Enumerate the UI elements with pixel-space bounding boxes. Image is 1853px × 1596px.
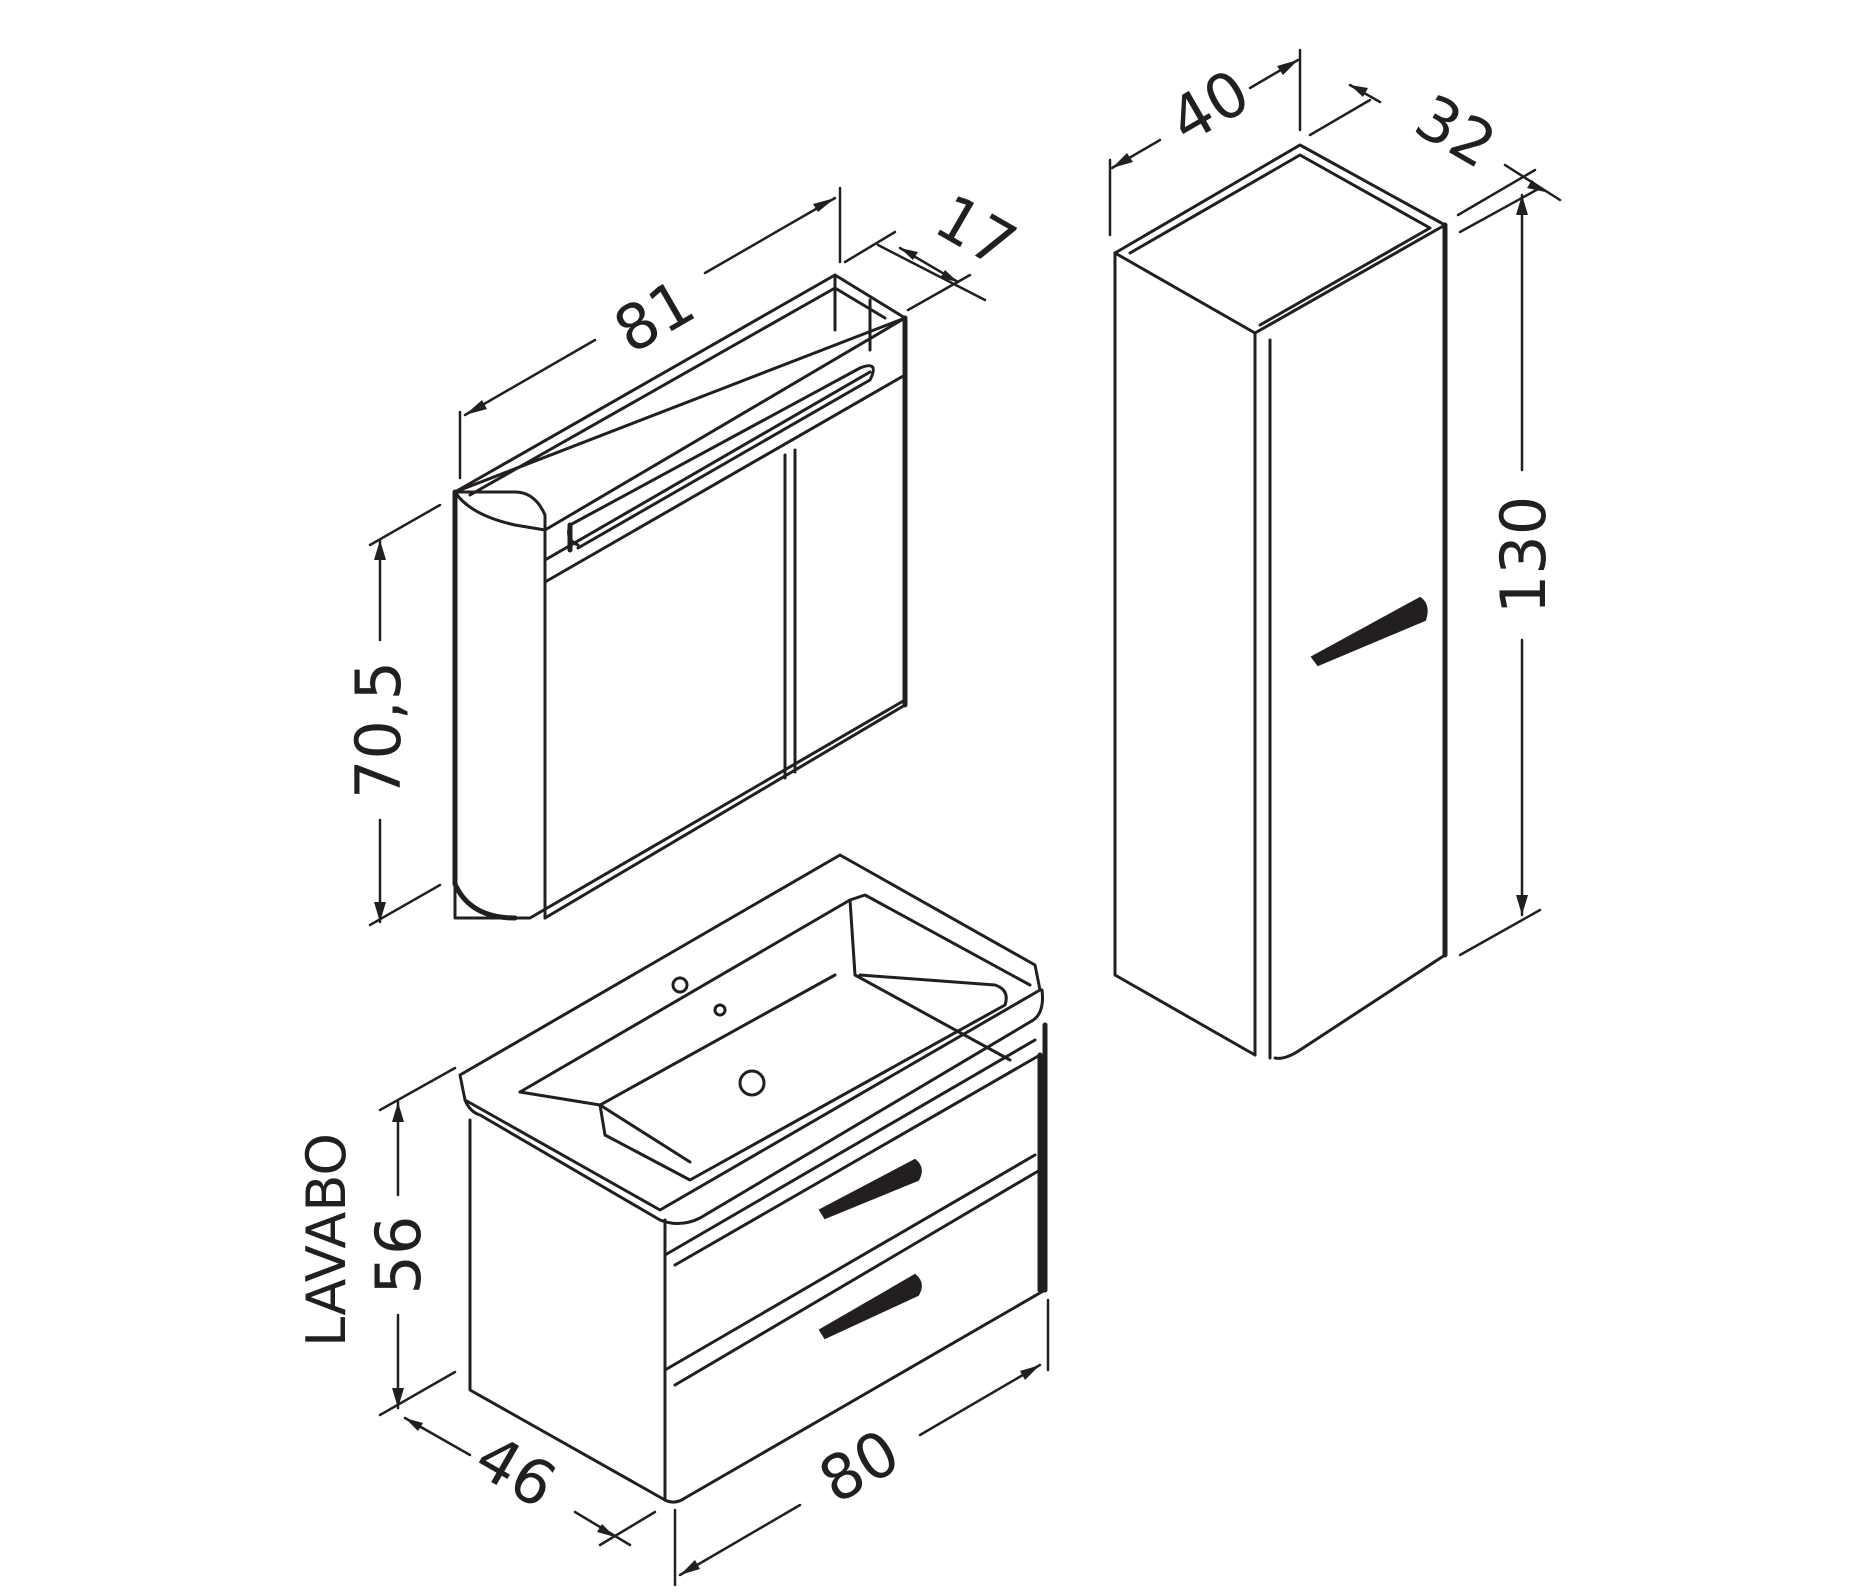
vanity-width-label: 80: [807, 1415, 912, 1518]
vanity-unit: [458, 853, 1048, 1504]
tall-cabinet-height-label: 130: [1487, 496, 1560, 614]
mirror-cabinet-height-dimension: 70,5: [342, 503, 442, 927]
vanity-depth-dimension: 46: [403, 1416, 657, 1547]
mirror-cabinet-width-label: 81: [602, 265, 707, 368]
mirror-cabinet-width-dimension: 81: [458, 186, 842, 480]
tall-cabinet-width-label: 40: [1157, 55, 1262, 158]
vanity-height-dimension: 56: [362, 1066, 457, 1417]
vanity-width-dimension: 80: [673, 1298, 1050, 1587]
tall-cabinet-depth-label: 32: [1403, 80, 1508, 183]
mirror-cabinet-height-label: 70,5: [342, 661, 415, 799]
vanity-height-label: 56: [362, 1216, 435, 1295]
tall-cabinet-width-dimension: 40: [1108, 48, 1302, 237]
tall-cabinet-height-dimension: 130: [1458, 186, 1560, 957]
mirror-cabinet-depth-label: 17: [923, 180, 1028, 283]
mirror-cabinet-depth-dimension: 17: [843, 180, 1028, 312]
mirror-cabinet: [452, 273, 908, 921]
vanity-label: LAVABO: [295, 1133, 358, 1347]
tall-cabinet: [1113, 143, 1448, 1060]
